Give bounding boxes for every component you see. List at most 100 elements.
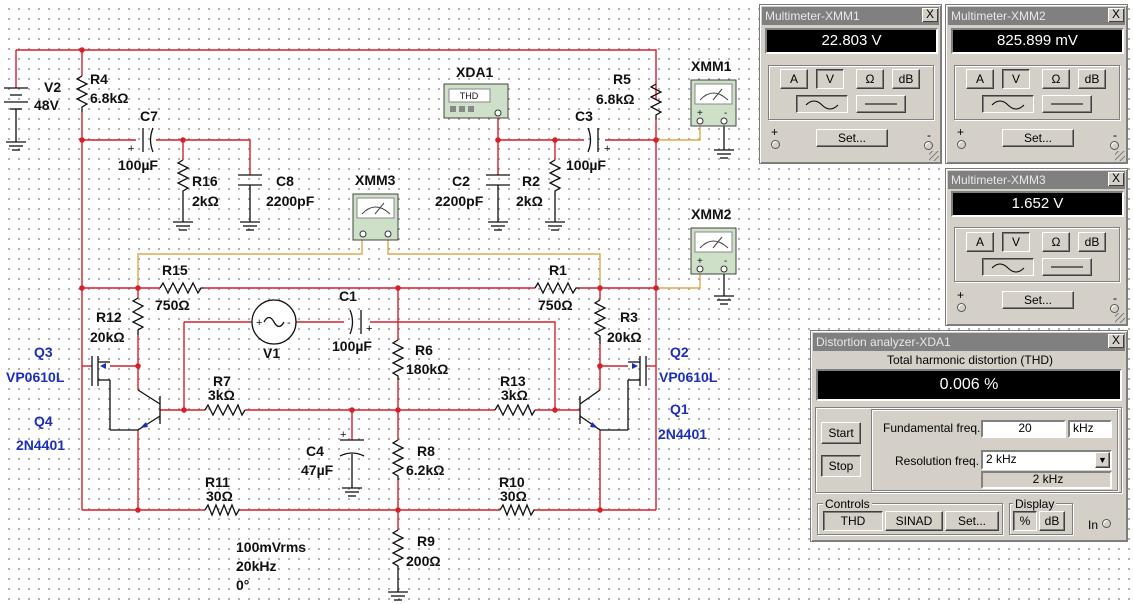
capacitor-c2[interactable]: C2 2200pF: [435, 173, 510, 231]
resistor-r2[interactable]: R2 2kΩ: [516, 159, 565, 231]
transistor-q4[interactable]: Q4 2N4401: [16, 389, 161, 453]
db-button[interactable]: dB: [1039, 511, 1065, 531]
xmm2-mode-a-button[interactable]: A: [966, 69, 994, 89]
c1-plus: +: [366, 323, 372, 335]
multimeter-xmm1-window[interactable]: Multimeter-XMM1 X 22.803 V A V Ω dB Set.…: [759, 4, 942, 164]
fundamental-freq-input[interactable]: 20: [981, 420, 1066, 438]
distortion-analyzer-xda1-symbol[interactable]: XDA1 THD: [443, 64, 509, 119]
xmm1-ac-button[interactable]: [796, 95, 848, 113]
resistor-r6[interactable]: R6 180kΩ: [391, 339, 448, 380]
ac-wave-icon: [991, 100, 1025, 110]
xmm1-plus-terminal[interactable]: [771, 140, 780, 149]
xmm2-mode-v-button[interactable]: V: [1002, 69, 1030, 89]
xmm2-close-button[interactable]: X: [1108, 8, 1124, 22]
capacitor-c1[interactable]: + C1 100µF: [332, 288, 372, 354]
wires-meter: [137, 126, 725, 296]
xmm3-close-button[interactable]: X: [1108, 172, 1124, 186]
resistor-r15[interactable]: R15 750Ω: [155, 262, 204, 313]
resistor-r1[interactable]: R1 750Ω: [534, 262, 579, 313]
input-terminal[interactable]: [1102, 519, 1111, 528]
battery-v2[interactable]: V2 48V: [4, 79, 61, 151]
xmm2-resize-grip[interactable]: [1115, 151, 1125, 161]
capacitor-c3[interactable]: + C3 100µF: [566, 108, 610, 173]
meter-xmm3-symbol[interactable]: XMM3: [352, 172, 399, 241]
resistor-r7[interactable]: R7 3kΩ: [204, 373, 246, 417]
analyzer-settings-group: [815, 407, 1122, 493]
r5-name: R5: [613, 71, 631, 87]
xmm3-ac-button[interactable]: [982, 258, 1034, 276]
transistor-q2[interactable]: Q2 VP0610L: [600, 344, 718, 431]
xmm1-mode-a-button[interactable]: A: [780, 69, 808, 89]
resistor-r8[interactable]: R8 6.2kΩ: [391, 439, 444, 480]
multimeter-xmm3-window[interactable]: Multimeter-XMM3 X 1.652 V A V Ω dB Set..…: [945, 168, 1128, 326]
xmm2-minus-terminal[interactable]: [1110, 141, 1119, 150]
distortion-analyzer-window[interactable]: Distortion analyzer-XDA1 X Total harmoni…: [810, 330, 1128, 542]
xmm3-set-button[interactable]: Set...: [1002, 291, 1074, 309]
xmm3-minus-terminal[interactable]: [1110, 304, 1119, 313]
start-button[interactable]: Start: [821, 422, 861, 444]
percent-button[interactable]: %: [1013, 511, 1037, 531]
fundamental-unit-field[interactable]: kHz: [1068, 420, 1112, 438]
xmm3-mode-v-button[interactable]: V: [1002, 232, 1030, 252]
input-terminal-label: In: [1088, 518, 1099, 532]
xmm2-mode-ohm-button[interactable]: Ω: [1042, 69, 1070, 89]
xmm3-mode-db-button[interactable]: dB: [1078, 232, 1106, 252]
c3-name: C3: [575, 108, 593, 124]
xmm1-set-button[interactable]: Set...: [816, 129, 888, 147]
xda1-set-button[interactable]: Set...: [945, 511, 999, 531]
xmm1-mode-ohm-button[interactable]: Ω: [856, 69, 884, 89]
resistor-r12[interactable]: R12 20kΩ: [90, 297, 145, 345]
c8-name: C8: [276, 173, 294, 189]
xmm1-close-button[interactable]: X: [922, 8, 938, 22]
xmm3-resize-grip[interactable]: [1115, 313, 1125, 323]
xmm2-plus-terminal[interactable]: [957, 140, 966, 149]
xmm2-dc-button[interactable]: [1042, 95, 1092, 113]
c3-plus: +: [604, 143, 610, 155]
xmm1-mode-v-button[interactable]: V: [816, 69, 844, 89]
xmm2-ac-button[interactable]: [982, 95, 1034, 113]
resolution-freq-select[interactable]: 2 kHz ▼: [981, 450, 1112, 470]
xmm1-reading: 22.803 V: [765, 28, 938, 54]
xmm1-resize-grip[interactable]: [929, 151, 939, 161]
r10-name: R10: [499, 474, 525, 490]
xda1-close-button[interactable]: X: [1108, 334, 1124, 348]
capacitor-c7[interactable]: + C7 100µF: [118, 108, 158, 173]
xda1-display: THD: [460, 91, 479, 101]
dropdown-arrow-icon[interactable]: ▼: [1095, 452, 1110, 468]
xmm3-mode-a-button[interactable]: A: [966, 232, 994, 252]
multimeter-xmm2-window[interactable]: Multimeter-XMM2 X 825.899 mV A V Ω dB Se…: [945, 4, 1128, 164]
resistor-r5[interactable]: R5 6.8kΩ: [596, 71, 663, 120]
ac-source-v1[interactable]: + - V1 100mVrms 20kHz 0°: [236, 299, 306, 593]
xda1-titlebar[interactable]: Distortion analyzer-XDA1 X: [813, 333, 1125, 351]
xmm3-mode-ohm-button[interactable]: Ω: [1042, 232, 1070, 252]
xmm1-minus-terminal[interactable]: [924, 141, 933, 150]
resistor-r4[interactable]: R4 6.8kΩ: [75, 71, 128, 112]
capacitor-c8[interactable]: C8 2200pF: [238, 173, 315, 231]
xmm2-set-button[interactable]: Set...: [1002, 129, 1074, 147]
ac-wave-icon: [991, 263, 1025, 273]
xmm1-dc-button[interactable]: [856, 95, 906, 113]
resistor-r3[interactable]: R3 20kΩ: [593, 299, 642, 345]
xmm2-mode-db-button[interactable]: dB: [1078, 69, 1106, 89]
xmm1-mode-db-button[interactable]: dB: [892, 69, 920, 89]
sinad-button[interactable]: SINAD: [885, 511, 943, 531]
stop-button[interactable]: Stop: [821, 455, 861, 477]
q2-name: Q2: [670, 344, 689, 360]
xmm2-titlebar[interactable]: Multimeter-XMM2 X: [948, 7, 1125, 25]
resistor-r11[interactable]: R11 30Ω: [204, 474, 240, 517]
resistor-r13[interactable]: R13 3kΩ: [494, 373, 536, 417]
resistor-r16[interactable]: R16 2kΩ: [173, 159, 219, 231]
resistor-r10[interactable]: R10 30Ω: [499, 474, 535, 517]
xmm3-plus-terminal[interactable]: [957, 303, 966, 312]
meter-xmm2-symbol[interactable]: XMM2 + -: [690, 206, 737, 305]
xmm3-dc-button[interactable]: [1042, 258, 1092, 276]
transistor-q1[interactable]: Q1 2N4401: [579, 389, 707, 442]
thd-button[interactable]: THD: [823, 511, 883, 531]
transistor-q3[interactable]: Q3 VP0610L: [6, 344, 138, 431]
xmm1-titlebar[interactable]: Multimeter-XMM1 X: [762, 7, 939, 25]
meter-xmm1-symbol[interactable]: XMM1 + -: [690, 58, 737, 159]
capacitor-c4[interactable]: + C4 47µF: [301, 429, 365, 497]
resistor-r9[interactable]: R9 200Ω: [388, 529, 441, 601]
xmm3-titlebar[interactable]: Multimeter-XMM3 X: [948, 171, 1125, 189]
